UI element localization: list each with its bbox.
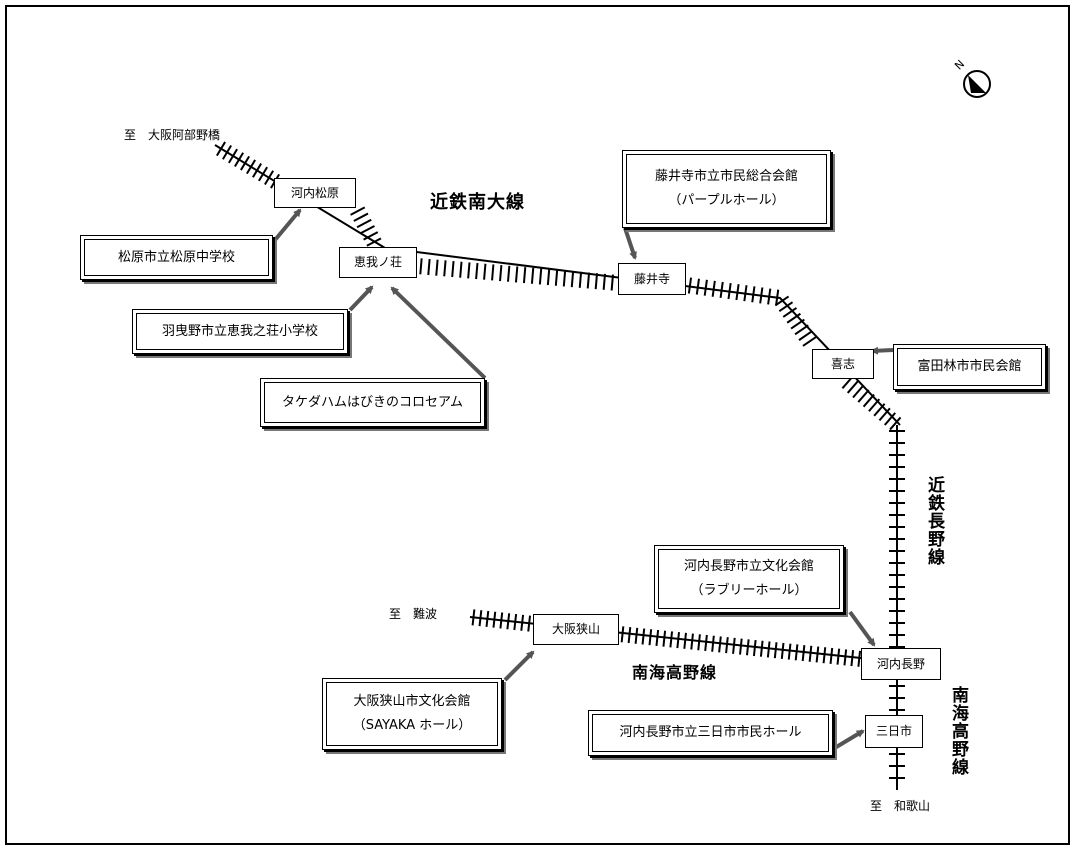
compass-icon: N (952, 57, 991, 98)
venue-label: 羽曳野市立恵我之荘小学校 (161, 323, 318, 339)
svg-text:N: N (952, 57, 967, 72)
venue-label: 富田林市市民会館 (917, 359, 1022, 375)
venue-label: 河内長野市立三日市市民ホール (619, 725, 802, 741)
line-label-nankai-koya: 南海高野線 (632, 663, 718, 682)
venue-kawachinagano-hall: 河内長野市立文化会館 （ラブリーホール） (654, 545, 844, 613)
destination-namba: 至 難波 (389, 607, 438, 621)
station-kawachi-matsubara: 河内松原 (274, 178, 356, 208)
venue-mikkaichi-hall: 河内長野市立三日市市民ホール (588, 710, 833, 756)
venue-label: 藤井寺市立市民総合会館 (654, 169, 798, 185)
venue-coloseum: タケダハムはびきのコロセアム (260, 378, 485, 427)
venue-tondabayashi-hall: 富田林市市民会館 (893, 344, 1046, 390)
station-kishi: 喜志 (812, 349, 874, 379)
callout-arrows (273, 208, 894, 751)
venue-label: 大阪狭山市文化会館 (353, 694, 471, 710)
venue-matsubara-jhs: 松原市立松原中学校 (80, 235, 273, 280)
venue-sublabel: （ラブリーホール） (690, 583, 808, 598)
line-label-nankai-koya-vertical: 南海高野線 (948, 686, 968, 776)
line-label-nagano: 近鉄長野線 (924, 476, 944, 566)
destination-abeno: 至 大阪阿部野橋 (124, 128, 221, 142)
venue-fujiidera-hall: 藤井寺市立市民総合会館 （パープルホール） (622, 150, 831, 228)
track-ties (216, 141, 905, 779)
venue-label: 河内長野市立文化会館 (683, 559, 814, 575)
venue-sayama-hall: 大阪狭山市文化会館 （SAYAKA ホール） (322, 678, 502, 750)
venue-label: 松原市立松原中学校 (117, 249, 235, 265)
station-eganosho: 恵我ノ荘 (339, 247, 417, 278)
line-label-minami-osaka: 近鉄南大線 (430, 192, 525, 213)
venue-habikino-school: 羽曳野市立恵我之荘小学校 (132, 309, 348, 354)
venue-label: タケダハムはびきのコロセアム (281, 394, 464, 410)
venue-sublabel: （パープルホール） (668, 193, 785, 208)
map-frame (5, 5, 1070, 845)
station-mikkaichi: 三日市 (865, 715, 923, 748)
station-fujiidera: 藤井寺 (618, 263, 686, 295)
venue-sublabel: （SAYAKA ホール） (352, 718, 472, 733)
station-osakasayama: 大阪狭山 (533, 614, 619, 645)
destination-wakayama: 至 和歌山 (870, 799, 931, 813)
station-kawachinagano: 河内長野 (861, 648, 941, 680)
